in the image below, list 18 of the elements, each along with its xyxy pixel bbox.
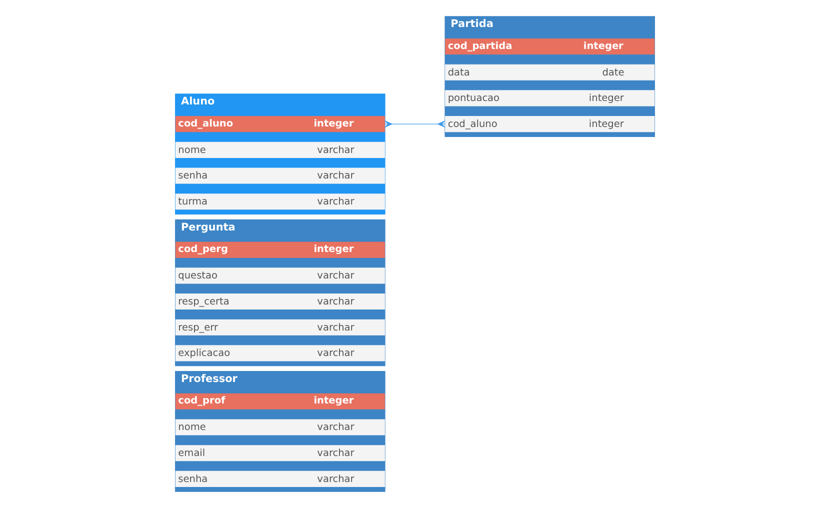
node-box: cod_aluno integer	[175, 116, 385, 132]
node-box: cod_prof integer	[175, 393, 385, 410]
connector	[384, 120, 446, 128]
node-box: cod_perg integer	[175, 242, 385, 258]
node-box: data date	[445, 64, 655, 80]
node-box: cod_partida integer	[445, 38, 655, 55]
node-box: resp_certa varchar	[175, 293, 385, 310]
node-box: questao varchar	[175, 268, 385, 284]
node-box: nome varchar	[175, 419, 385, 436]
node-box: senha varchar	[175, 168, 385, 184]
node-box: explicacao varchar	[175, 345, 385, 362]
node-box: senha varchar	[175, 470, 385, 487]
node-box: resp_err varchar	[175, 319, 385, 336]
node-box: turma varchar	[175, 194, 385, 210]
node-box: cod_aluno integer	[445, 116, 655, 132]
node-box: pontuacao integer	[445, 90, 655, 106]
node-box: nome varchar	[175, 142, 385, 158]
node-box: email varchar	[175, 445, 385, 462]
